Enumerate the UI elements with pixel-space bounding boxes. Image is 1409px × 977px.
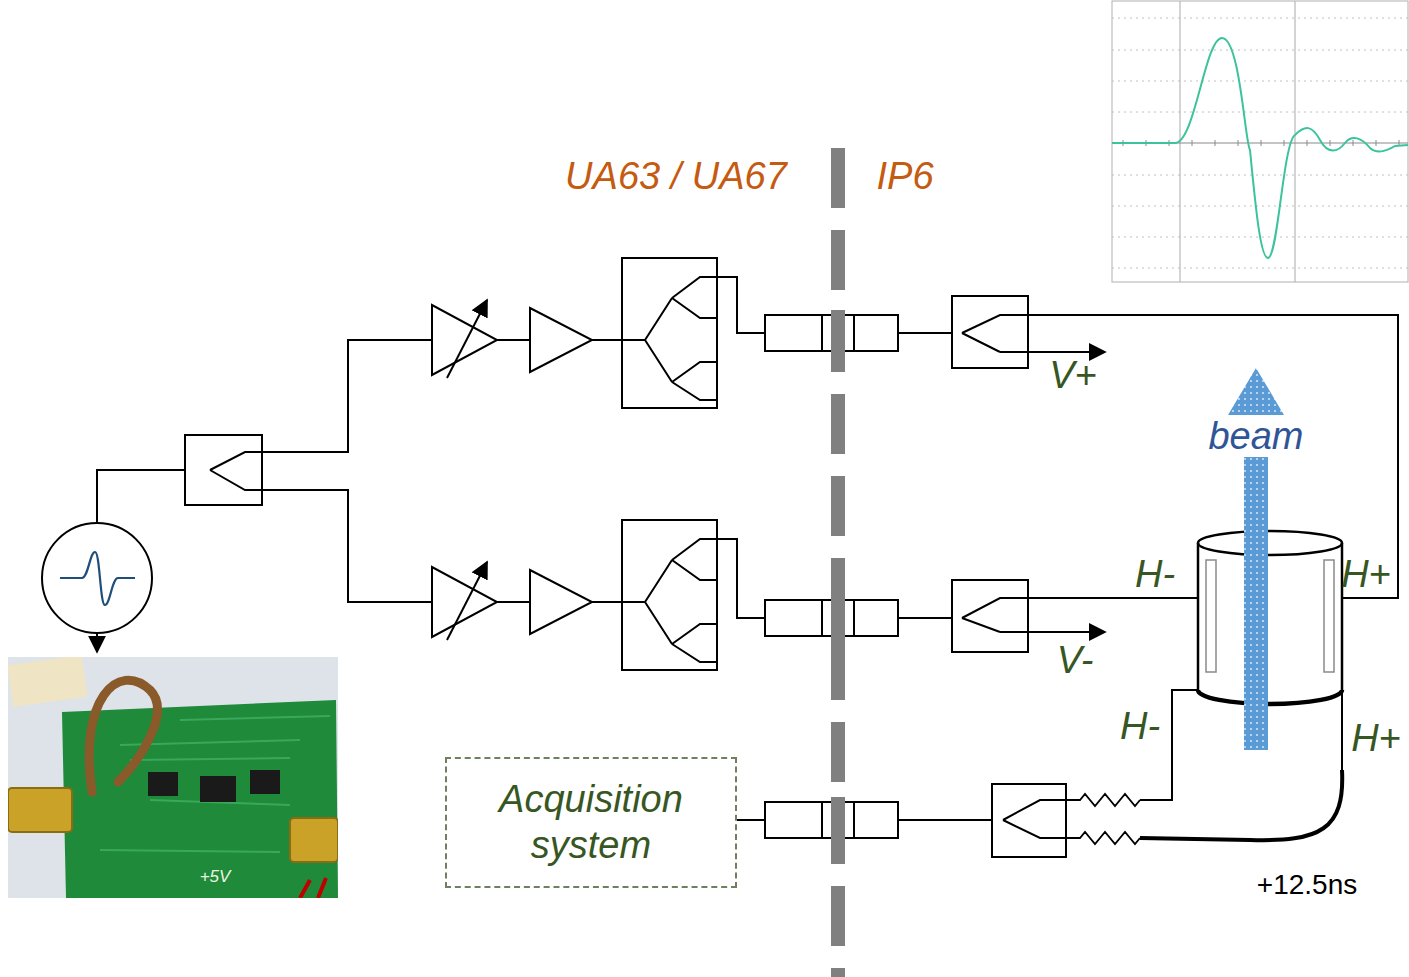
scope-inset xyxy=(1112,1,1408,282)
amplifier xyxy=(530,570,592,634)
wire xyxy=(497,339,530,341)
four-way-splitter xyxy=(622,520,717,670)
signal-name: H- xyxy=(1120,707,1160,745)
wire xyxy=(717,277,765,333)
wire xyxy=(717,539,765,618)
acquisition-box: Acquisition system xyxy=(445,757,737,888)
chip xyxy=(148,772,178,796)
wire xyxy=(592,339,622,341)
wire xyxy=(737,819,765,821)
splitter-box xyxy=(185,435,262,505)
delay-cable xyxy=(1140,770,1342,840)
pcb-board xyxy=(62,700,338,898)
electrode xyxy=(1324,560,1334,672)
coax-loop xyxy=(89,680,157,792)
signal-name: V- xyxy=(1057,641,1094,679)
pcb-photo xyxy=(8,657,338,898)
wire xyxy=(592,601,622,603)
wire xyxy=(898,332,952,334)
wire xyxy=(1341,690,1343,770)
boundary-line xyxy=(831,797,845,843)
wire xyxy=(898,819,992,821)
resistor-symbol xyxy=(1066,832,1140,844)
scope-grid-line xyxy=(1294,1,1295,282)
pickup-cylinder xyxy=(1198,531,1342,704)
amplifier xyxy=(530,308,592,372)
generator-circle xyxy=(42,523,152,633)
scope-grid xyxy=(1112,18,1408,268)
delay-value: +12.5ns xyxy=(1257,871,1357,899)
signal-name: H- xyxy=(1135,555,1175,593)
signal-name: H+ xyxy=(1341,555,1391,593)
power-wire xyxy=(300,878,326,898)
combiner-box xyxy=(952,296,1028,368)
variable-amplifier xyxy=(432,300,497,378)
boundary-line xyxy=(831,310,845,356)
resistor-symbol xyxy=(1066,794,1140,806)
boundary-line xyxy=(831,595,845,641)
wire xyxy=(97,470,185,523)
wire xyxy=(898,617,952,619)
wire xyxy=(1028,315,1398,598)
doublet-symbol xyxy=(60,552,135,605)
chip xyxy=(200,776,236,802)
scope-frame xyxy=(1112,1,1408,282)
box-text: Acquisition system xyxy=(461,777,721,868)
signal-name: H+ xyxy=(1351,719,1401,757)
combiner-box xyxy=(952,580,1028,652)
boundary-line xyxy=(831,148,845,977)
sma-connector xyxy=(8,788,72,832)
output-arrow xyxy=(1000,631,1105,633)
wire xyxy=(497,601,530,603)
scope-trace xyxy=(1112,38,1408,258)
wire xyxy=(1028,597,1198,599)
variable-amplifier xyxy=(432,562,497,640)
output-arrow xyxy=(1000,351,1105,353)
chip xyxy=(250,770,280,794)
board-marking: +5V xyxy=(200,868,231,885)
wire xyxy=(262,340,432,602)
pulse-generator xyxy=(42,523,152,652)
sma-connector xyxy=(290,818,338,862)
area-label: UA63 / UA67 xyxy=(565,157,787,195)
beam-label: beam xyxy=(1204,415,1307,457)
arrow xyxy=(96,633,98,652)
signal-name: V+ xyxy=(1049,356,1097,394)
combiner-box xyxy=(992,784,1066,857)
area-label: IP6 xyxy=(876,157,933,195)
tape xyxy=(8,657,88,707)
four-way-splitter xyxy=(622,258,717,408)
electrode xyxy=(1206,560,1216,672)
